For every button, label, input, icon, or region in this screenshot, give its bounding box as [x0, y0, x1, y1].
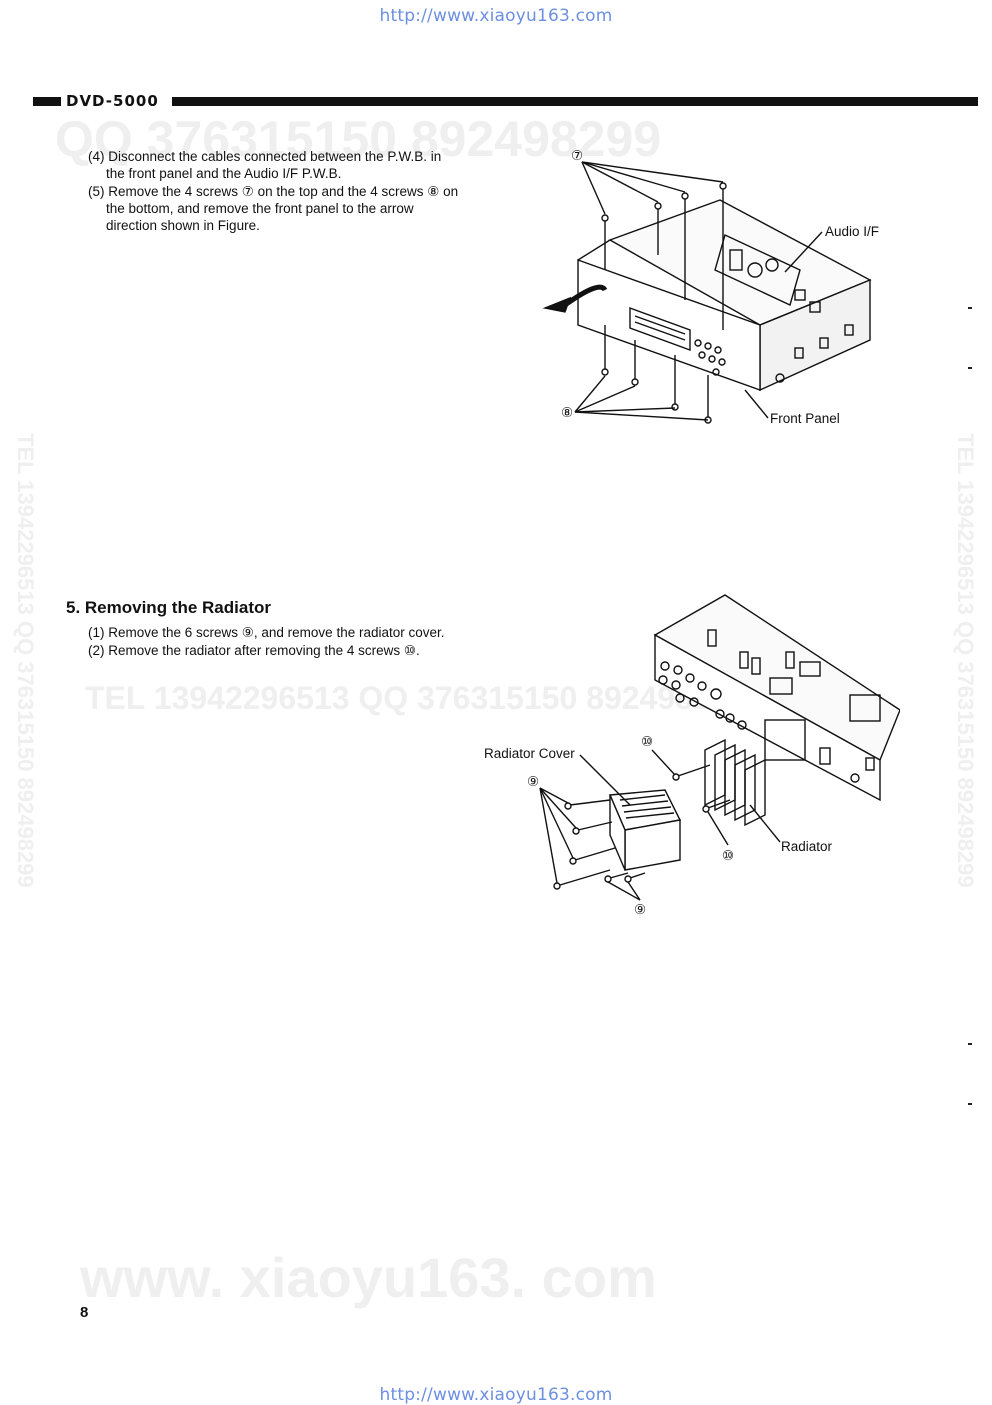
watermark-tel-middle: TEL 13942296513 QQ 376315150 892498299 — [85, 680, 747, 716]
radiator-step-1: (1) Remove the 6 screws ⑨, and remove th… — [88, 625, 445, 640]
step-line: the bottom, and remove the front panel t… — [106, 201, 414, 216]
section-title: 5. Removing the Radiator — [66, 598, 271, 617]
header-bar-right — [172, 97, 978, 106]
label-front-panel: Front Panel — [770, 411, 840, 426]
radiator-diagram — [539, 594, 900, 901]
callout-7: ⑦ — [571, 148, 584, 163]
front-panel-step-4: (4) Disconnect the cables connected betw… — [88, 148, 488, 182]
margin-mark — [968, 1043, 972, 1045]
watermark-side-right: TEL 13942296513 QQ 376315150 892498299 — [953, 433, 978, 888]
step-line: (4) Disconnect the cables connected betw… — [88, 149, 442, 164]
callout-10-bottom: ⑩ — [722, 848, 735, 863]
step-line: the front panel and the Audio I/F P.W.B. — [106, 166, 342, 181]
front-panel-step-5: (5) Remove the 4 screws ⑦ on the top and… — [88, 183, 488, 234]
margin-mark — [968, 307, 972, 309]
watermark-site-bottom: www. xiaoyu163. com — [80, 1246, 657, 1309]
margin-mark — [968, 367, 972, 369]
header-bar-left — [33, 97, 61, 106]
radiator-step-2: (2) Remove the radiator after removing t… — [88, 643, 420, 658]
step-line: direction shown in Figure. — [106, 218, 260, 233]
margin-mark — [968, 1103, 972, 1105]
callout-10-top: ⑩ — [641, 734, 654, 749]
source-url-bottom[interactable]: http://www.xiaoyu163.com — [379, 1385, 613, 1405]
label-radiator-cover: Radiator Cover — [484, 746, 575, 761]
front-panel-diagram — [542, 161, 872, 424]
label-audio-if: Audio I/F — [825, 224, 880, 239]
callout-9-bottom: ⑨ — [634, 902, 647, 917]
page-number: 8 — [80, 1304, 89, 1321]
source-url-top[interactable]: http://www.xiaoyu163.com — [379, 6, 613, 26]
header-model: DVD-5000 — [66, 92, 159, 110]
step-line: (5) Remove the 4 screws ⑦ on the top and… — [88, 184, 459, 199]
callout-9-left: ⑨ — [527, 774, 540, 789]
watermark-side-left: TEL 13942296513 QQ 376315150 892498299 — [13, 433, 38, 888]
watermark-qq-top: QQ 376315150 892498299 — [55, 111, 662, 167]
label-radiator: Radiator — [781, 839, 833, 854]
callout-8: ⑧ — [561, 405, 574, 420]
